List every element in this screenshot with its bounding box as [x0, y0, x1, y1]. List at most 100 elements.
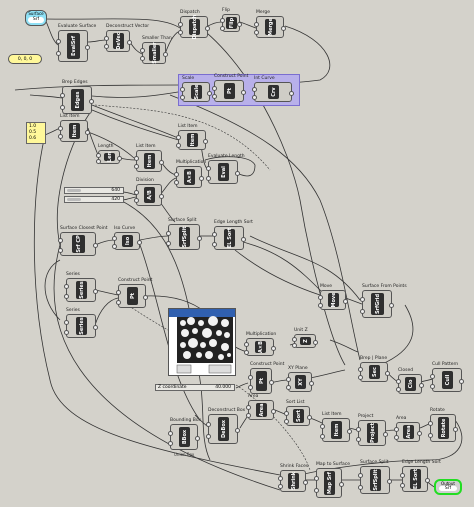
- deconstruct-box-input-pin[interactable]: [206, 434, 211, 439]
- xy-plane-component[interactable]: XY: [286, 372, 314, 392]
- group-curve-component[interactable]: Crv: [252, 82, 294, 102]
- group-construct-point-input-pin[interactable]: [212, 94, 217, 100]
- evaluate-surface-input-pin[interactable]: [56, 38, 61, 44]
- iso-curve-component[interactable]: Iso: [112, 232, 142, 250]
- shrink-faces-input-pin[interactable]: [278, 475, 283, 481]
- group-scale-component[interactable]: Scale: [180, 82, 212, 102]
- slider-z-coordinate[interactable]: Z coordinate 40.000: [155, 384, 235, 391]
- group-curve-input-pin[interactable]: [252, 87, 257, 92]
- bounding-box-component[interactable]: BBox: [168, 424, 200, 450]
- deconstruct-box-output-pin[interactable]: [235, 428, 240, 433]
- slider-420[interactable]: 420: [64, 196, 124, 203]
- output-parameter[interactable]: Output Srf: [434, 479, 462, 495]
- sort-list-input-pin[interactable]: [284, 419, 289, 424]
- brep-plane-input-pin[interactable]: [358, 367, 363, 372]
- unit-z-input-pin[interactable]: [292, 342, 297, 348]
- list-item-c-component[interactable]: Item: [176, 130, 208, 150]
- list-item-c-input-pin[interactable]: [176, 143, 181, 148]
- brep-edges-input-pin[interactable]: [60, 93, 65, 99]
- group-construct-point-component[interactable]: Pt: [212, 80, 246, 102]
- surface-from-points-input-pin[interactable]: [360, 297, 365, 303]
- closed-input-pin[interactable]: [396, 379, 401, 384]
- length-input-pin[interactable]: [96, 153, 101, 159]
- deconstruct-vector-output-pin[interactable]: [127, 40, 132, 45]
- evaluate-surface-component[interactable]: EvalSrf: [56, 30, 90, 62]
- map-to-surface-component[interactable]: Map Srf: [314, 468, 344, 498]
- sort-list-component[interactable]: Sort: [284, 406, 312, 426]
- construct-point-b-component[interactable]: Pt: [248, 368, 274, 394]
- list-item-b-input-pin[interactable]: [134, 164, 139, 170]
- division-output-pin[interactable]: [159, 194, 164, 199]
- evaluate-surface-output-pin[interactable]: [85, 45, 90, 50]
- group-curve-input-pin[interactable]: [252, 95, 257, 100]
- closed-component[interactable]: Clo: [396, 374, 424, 394]
- iso-curve-output-pin[interactable]: [137, 240, 142, 245]
- smaller-than-input-pin[interactable]: [140, 47, 145, 53]
- group-scale-input-pin[interactable]: [180, 95, 185, 100]
- unit-z-input-pin[interactable]: [292, 337, 297, 343]
- cull-pattern-input-pin[interactable]: [430, 374, 435, 380]
- vector-panel[interactable]: 0, 0, 0: [8, 54, 42, 64]
- project-input-pin[interactable]: [356, 437, 361, 443]
- closed-output-pin[interactable]: [419, 383, 424, 388]
- bounding-box-input-pin[interactable]: [168, 441, 173, 447]
- surface-closest-point-input-pin[interactable]: [58, 247, 63, 253]
- rotate-input-pin[interactable]: [428, 432, 433, 438]
- iso-curve-input-pin[interactable]: [112, 236, 117, 242]
- division-input-pin[interactable]: [134, 198, 139, 204]
- brep-plane-component[interactable]: Sec: [358, 362, 390, 382]
- move-input-pin[interactable]: [318, 303, 323, 308]
- move-input-pin[interactable]: [318, 295, 323, 300]
- construct-point-a-input-pin[interactable]: [116, 299, 121, 305]
- smaller-than-input-pin[interactable]: [140, 56, 145, 62]
- area-b-input-pin[interactable]: [394, 427, 399, 432]
- surface-split-component[interactable]: SrfSplit: [166, 224, 202, 250]
- list-item-d-component[interactable]: Item: [320, 418, 352, 442]
- deconstruct-box-input-pin[interactable]: [206, 422, 211, 427]
- surface-from-points-component[interactable]: SrfGrid: [360, 290, 394, 318]
- edge-length-sort-b-component[interactable]: EL Sort: [400, 466, 430, 492]
- move-output-pin[interactable]: [343, 299, 348, 304]
- surface-split-output-pin[interactable]: [197, 236, 202, 241]
- project-input-pin[interactable]: [356, 426, 361, 432]
- closed-input-pin[interactable]: [396, 387, 401, 392]
- group-scale-output-pin[interactable]: [207, 91, 212, 96]
- rotate-input-pin[interactable]: [428, 421, 433, 427]
- flip-input-pin[interactable]: [220, 18, 225, 24]
- shrink-faces-input-pin[interactable]: [278, 484, 283, 490]
- edge-length-sort-component[interactable]: EL Sort: [212, 226, 246, 250]
- bounding-box-output-pin[interactable]: [195, 436, 200, 441]
- project-output-pin[interactable]: [383, 432, 388, 437]
- unit-z-component[interactable]: Z: [292, 334, 318, 348]
- division-input-pin[interactable]: [134, 189, 139, 195]
- cull-pattern-output-pin[interactable]: [459, 379, 464, 384]
- surface-split-input-pin[interactable]: [166, 241, 171, 247]
- area-b-output-pin[interactable]: [417, 431, 422, 436]
- deconstruct-vector-input-pin[interactable]: [104, 44, 109, 50]
- series-b-input-pin[interactable]: [64, 320, 69, 326]
- list-item-c-input-pin[interactable]: [176, 135, 181, 140]
- flip-output-pin[interactable]: [237, 22, 242, 27]
- series-b-input-pin[interactable]: [64, 329, 69, 335]
- division-component[interactable]: A/B: [134, 184, 164, 206]
- list-item-b-input-pin[interactable]: [134, 155, 139, 161]
- slider-420-grip[interactable]: [67, 198, 81, 201]
- map-to-surface-output-pin[interactable]: [339, 482, 344, 487]
- surface-from-points-output-pin[interactable]: [389, 303, 394, 308]
- image-sampler[interactable]: [168, 308, 236, 376]
- xy-plane-input-pin[interactable]: [286, 385, 291, 390]
- move-component[interactable]: Move: [318, 290, 348, 310]
- series-a-input-pin[interactable]: [64, 293, 69, 299]
- brep-edges-input-pin[interactable]: [60, 104, 65, 110]
- slider-640-grip[interactable]: [67, 189, 81, 192]
- slider-640[interactable]: 640: [64, 187, 124, 194]
- multiplication-output-pin[interactable]: [199, 176, 204, 181]
- bounding-box-input-pin[interactable]: [168, 430, 173, 436]
- surface-closest-point-output-pin[interactable]: [93, 243, 98, 248]
- list-item-a-input-pin[interactable]: [58, 125, 63, 131]
- list-item-c-output-pin[interactable]: [203, 139, 208, 144]
- brep-plane-output-pin[interactable]: [385, 371, 390, 376]
- shrink-faces-output-pin[interactable]: [303, 480, 308, 485]
- brep-edges-component[interactable]: Edges: [60, 86, 94, 114]
- area-b-input-pin[interactable]: [394, 435, 399, 440]
